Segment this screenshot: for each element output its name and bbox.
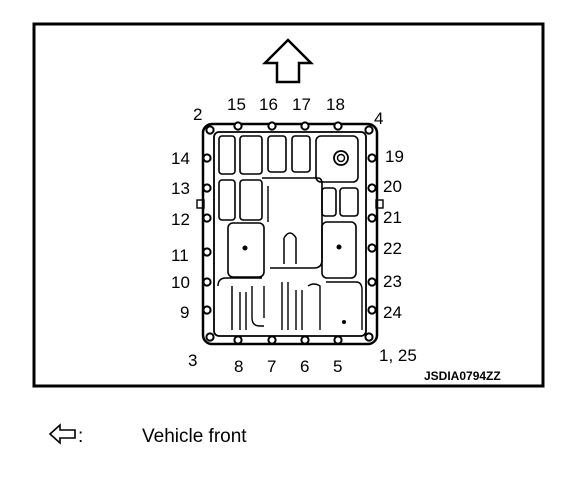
- bolt-label-23: 23: [383, 272, 402, 291]
- oil-pan: [196, 122, 384, 346]
- bolt-22: [367, 243, 377, 253]
- bolt-14: [202, 153, 212, 163]
- bolt-label-17: 17: [292, 95, 311, 114]
- bolt-21: [367, 213, 377, 223]
- bolt-10: [202, 277, 212, 287]
- bolt-3: [205, 332, 215, 342]
- legend: : Vehicle front: [48, 423, 247, 447]
- bolt-18: [333, 121, 343, 131]
- bolt-label-2: 2: [193, 105, 202, 124]
- legend-text: Vehicle front: [142, 426, 247, 447]
- bolt-7: [267, 335, 277, 345]
- bolt-label-1-25: 1, 25: [379, 346, 417, 365]
- bolt-label-7: 7: [267, 357, 276, 376]
- bolt-label-24: 24: [383, 303, 402, 322]
- bolt-label-19: 19: [385, 147, 404, 166]
- legend-separator: :: [78, 426, 83, 447]
- bolt-label-15: 15: [227, 95, 246, 114]
- bolt-17: [300, 121, 310, 131]
- bolt-label-10: 10: [171, 273, 190, 292]
- bolt-13: [202, 183, 212, 193]
- bolt-24: [367, 305, 377, 315]
- bolt-label-14: 14: [171, 149, 190, 168]
- bolt-label-11: 11: [171, 246, 189, 265]
- bolt-label-12: 12: [171, 210, 190, 229]
- figure-code: JSDIA0794ZZ: [424, 369, 501, 383]
- diagram-frame: [32, 22, 545, 388]
- bolt-label-5: 5: [333, 357, 342, 376]
- bolt-23: [367, 277, 377, 287]
- left-arrow-icon: [48, 423, 76, 445]
- bolt-label-20: 20: [383, 177, 402, 196]
- bolt-12: [202, 213, 212, 223]
- bolt-11: [202, 247, 212, 257]
- bolt-label-22: 22: [383, 239, 402, 258]
- bolt-9: [202, 305, 212, 315]
- bolt-label-16: 16: [259, 95, 278, 114]
- bolt-label-8: 8: [234, 357, 243, 376]
- bolt-2: [205, 125, 215, 135]
- bolt-label-18: 18: [326, 95, 345, 114]
- bolt-8: [233, 335, 243, 345]
- bolt-label-3: 3: [188, 351, 197, 370]
- bolt-20: [367, 183, 377, 193]
- up-arrow-icon: [261, 38, 315, 84]
- bolt-4: [364, 125, 374, 135]
- bolt-16: [267, 121, 277, 131]
- bolt-label-9: 9: [180, 303, 189, 322]
- bolt-15: [233, 121, 243, 131]
- bolt-19: [367, 153, 377, 163]
- bolt-labels: 1, 25 2 3 4 5 6 7 8 9 10 11 12 13 14 15 …: [171, 95, 417, 376]
- bolt-label-6: 6: [300, 357, 309, 376]
- bolt-group: [202, 121, 377, 345]
- bolt-label-13: 13: [171, 179, 190, 198]
- bolt-5: [333, 335, 343, 345]
- bolt-1: [364, 332, 374, 342]
- bolt-label-21: 21: [383, 208, 402, 227]
- bolt-label-4: 4: [374, 109, 383, 128]
- bolt-6: [300, 335, 310, 345]
